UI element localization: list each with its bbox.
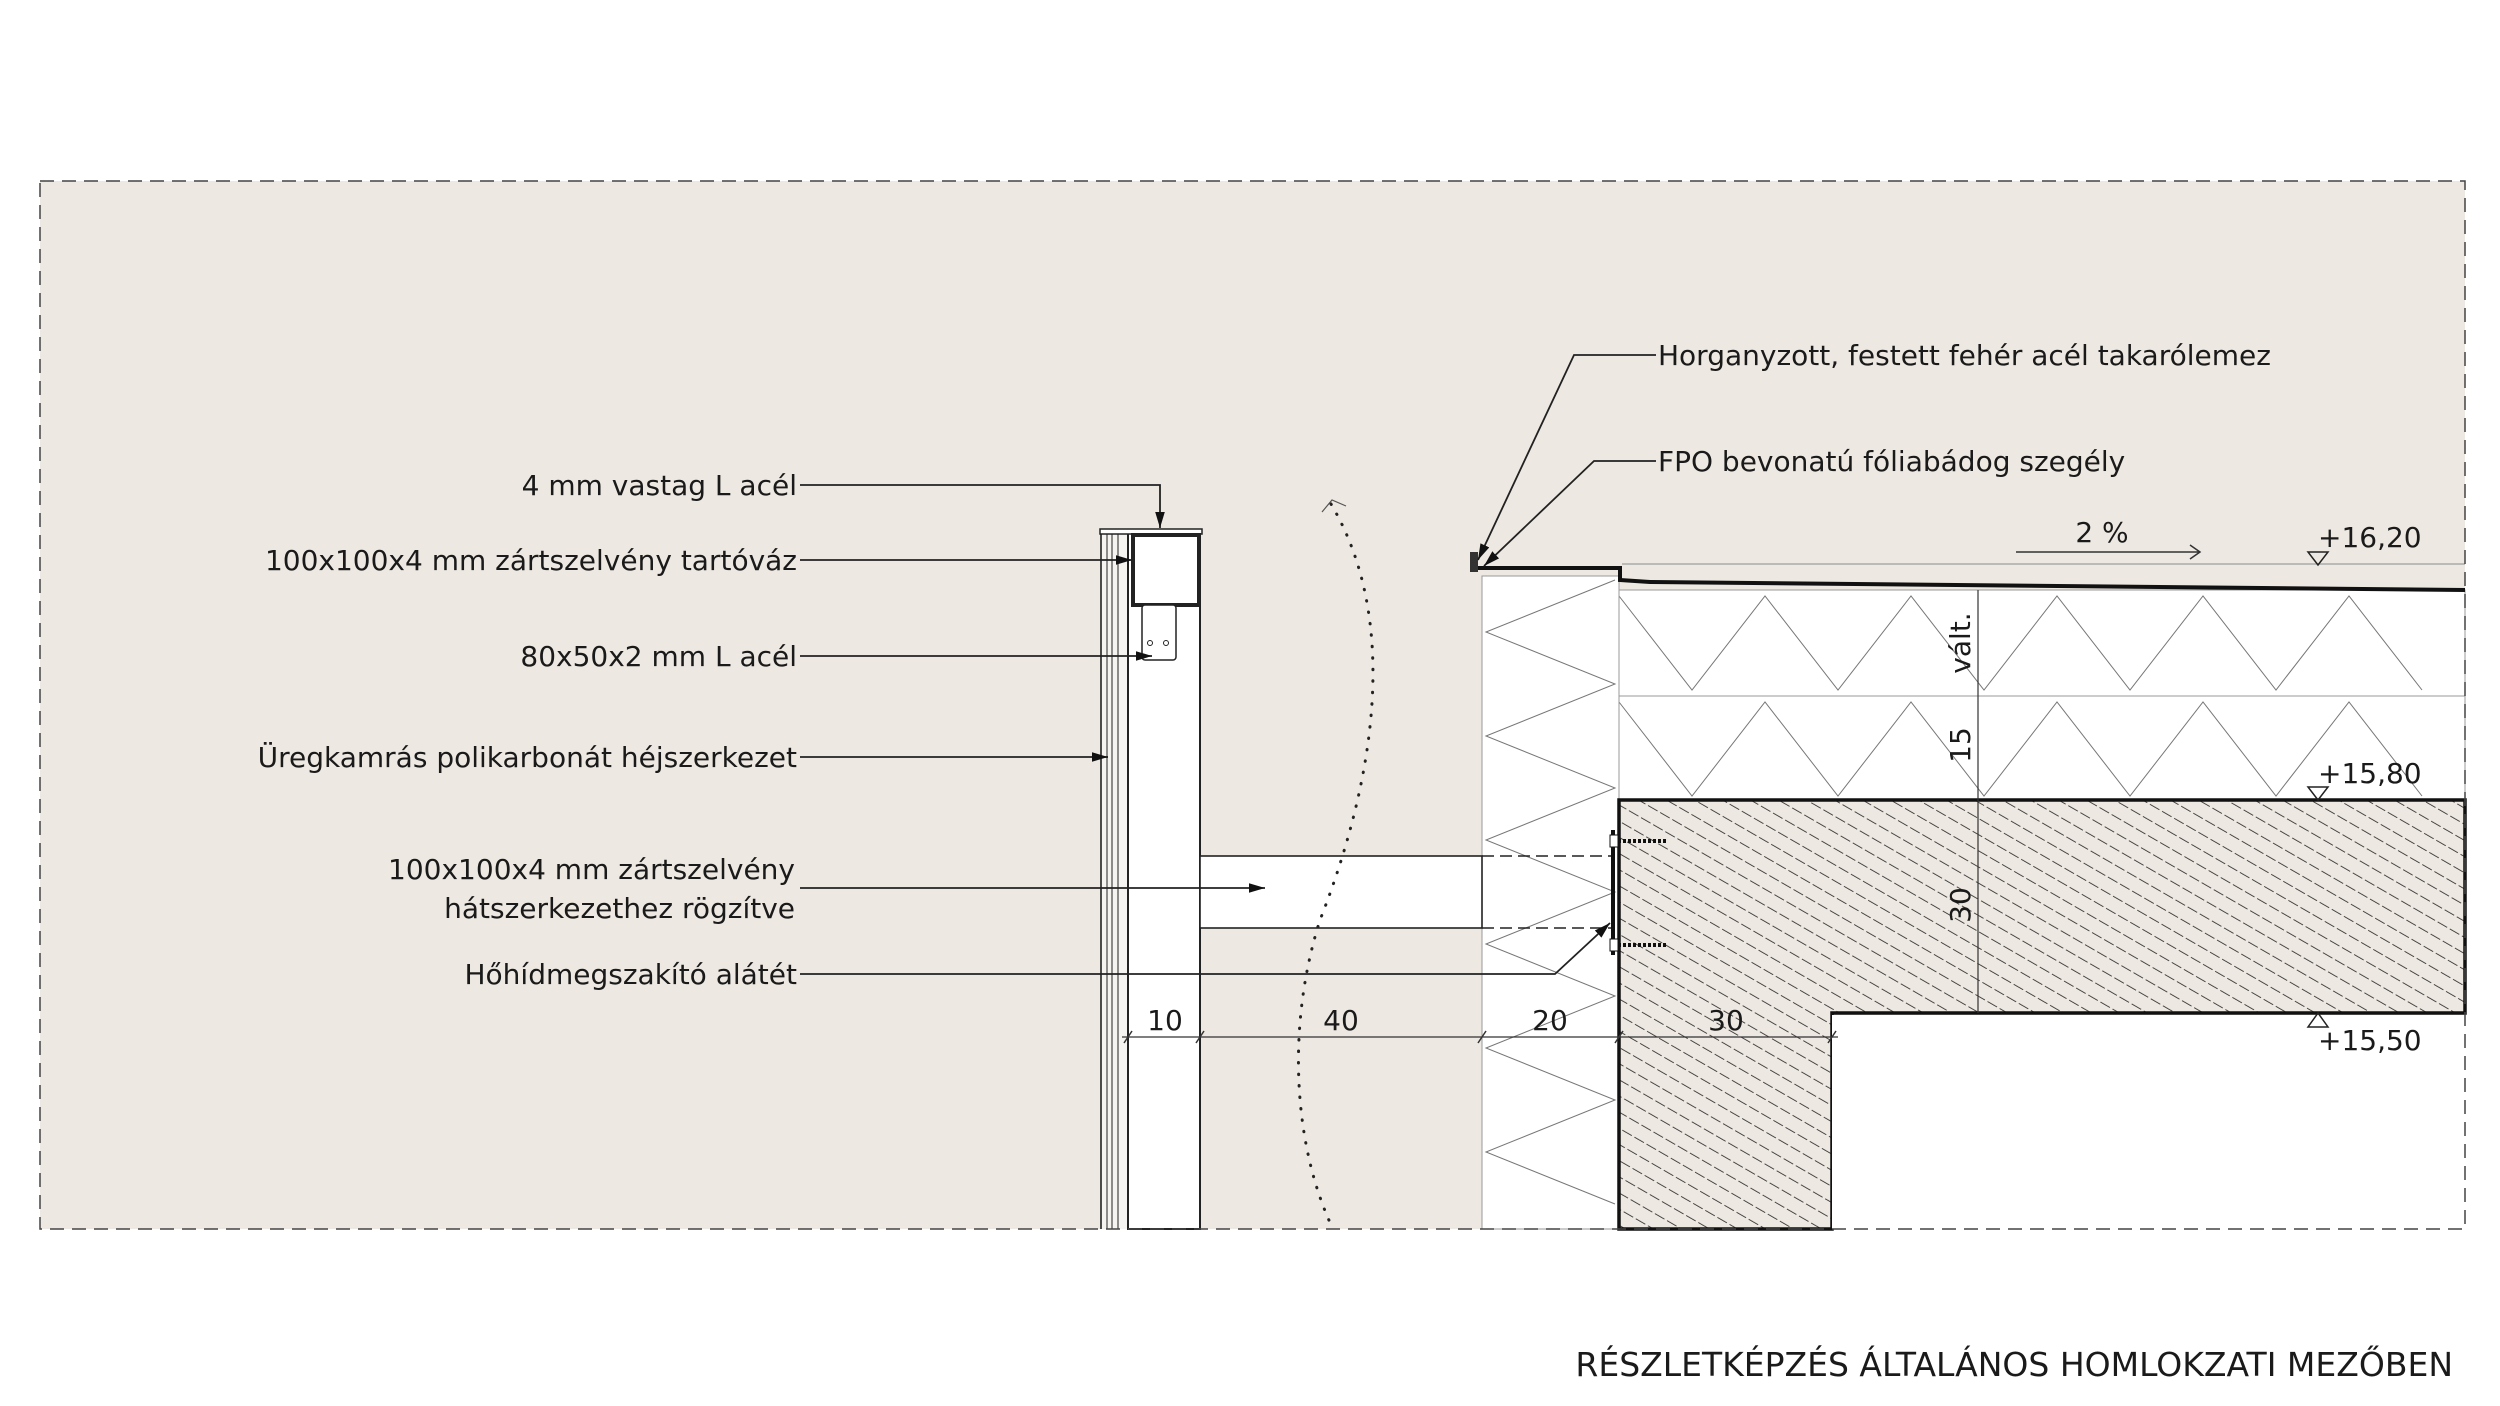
support-post [1099, 528, 1203, 1230]
label-polycarbonate: Üregkamrás polikarbonát héjszerkezet [258, 740, 797, 774]
slope-arrow [2016, 544, 2202, 560]
annotation-l-steel-80x50: 80x50x2 mm L acél [520, 640, 1152, 673]
coping-flashing [1470, 552, 2466, 592]
frame-tube [1131, 533, 1201, 607]
vertical-dimension-chain: vált. 15 30 [1944, 590, 1979, 1013]
detail-boundary [39, 180, 2466, 1230]
level-triangle-icon [2306, 786, 2330, 802]
anchor-bolt [1609, 938, 1668, 952]
level-marker: +15,50 [2306, 1011, 2422, 1057]
level-label: +15,80 [2318, 757, 2422, 790]
label-l-steel-80x50: 80x50x2 mm L acél [520, 640, 797, 673]
level-marker: +15,80 [2306, 757, 2422, 802]
level-marker: +16,20 [2306, 521, 2422, 567]
annotation-polycarbonate: Üregkamrás polikarbonát héjszerkezet [258, 740, 1108, 774]
annotation-thermal-break: Hőhídmegszakító alátét [465, 922, 1611, 991]
annotation-frame-tube: 100x100x4 mm zártszelvény tartóváz [265, 544, 1132, 577]
dimension-label: vált. [1944, 612, 1977, 673]
swing-arc [1297, 502, 1375, 1231]
label-fpo-edge: FPO bevonatú fóliabádog szegély [1658, 445, 2125, 478]
anchor-bolt [1609, 834, 1668, 848]
annotation-fixed-tube: 100x100x4 mm zártszelvény hátszerkezethe… [388, 853, 1265, 925]
annotation-coping: Horganyzott, festett fehér acél takaróle… [1477, 339, 2271, 561]
fixing-tube [1199, 830, 1668, 955]
label-frame-tube: 100x100x4 mm zártszelvény tartóváz [265, 544, 797, 577]
level-triangle-icon [2306, 1011, 2330, 1028]
polycarbonate-shell [1100, 531, 1129, 1229]
label-thermal-break: Hőhídmegszakító alátét [465, 958, 798, 991]
dimension-label: 20 [1532, 1004, 1568, 1037]
dimension-label: 10 [1147, 1004, 1183, 1037]
annotation-l-steel-4mm: 4 mm vastag L acél [522, 469, 1165, 528]
level-label: +15,50 [2318, 1024, 2422, 1057]
dimension-label: 30 [1944, 887, 1977, 923]
label-coping: Horganyzott, festett fehér acél takaróle… [1658, 339, 2271, 372]
level-triangle-icon [2306, 551, 2330, 567]
horizontal-dimension-chain: 10 40 20 30 [1122, 1004, 1838, 1044]
dimension-label: 15 [1944, 727, 1977, 763]
level-label: +16,20 [2318, 521, 2422, 554]
drawing-title: RÉSZLETKÉPZÉS ÁLTALÁNOS HOMLOKZATI MEZŐB… [1575, 1344, 2453, 1384]
wall-insulation [1481, 575, 1620, 1230]
annotation-fpo-edge: FPO bevonatú fóliabádog szegély [1483, 445, 2125, 567]
slope-indicator: 2 % [2016, 516, 2202, 560]
label-fixed-tube-line1: 100x100x4 mm zártszelvény [388, 853, 795, 886]
roof-insulation [1618, 589, 2466, 801]
label-l-steel-4mm: 4 mm vastag L acél [522, 469, 797, 502]
dimension-label: 30 [1708, 1004, 1744, 1037]
label-fixed-tube-line2: hátszerkezethez rögzítve [444, 892, 795, 925]
slope-label: 2 % [2075, 516, 2128, 549]
dimension-label: 40 [1323, 1004, 1359, 1037]
l-bracket [1141, 604, 1177, 661]
